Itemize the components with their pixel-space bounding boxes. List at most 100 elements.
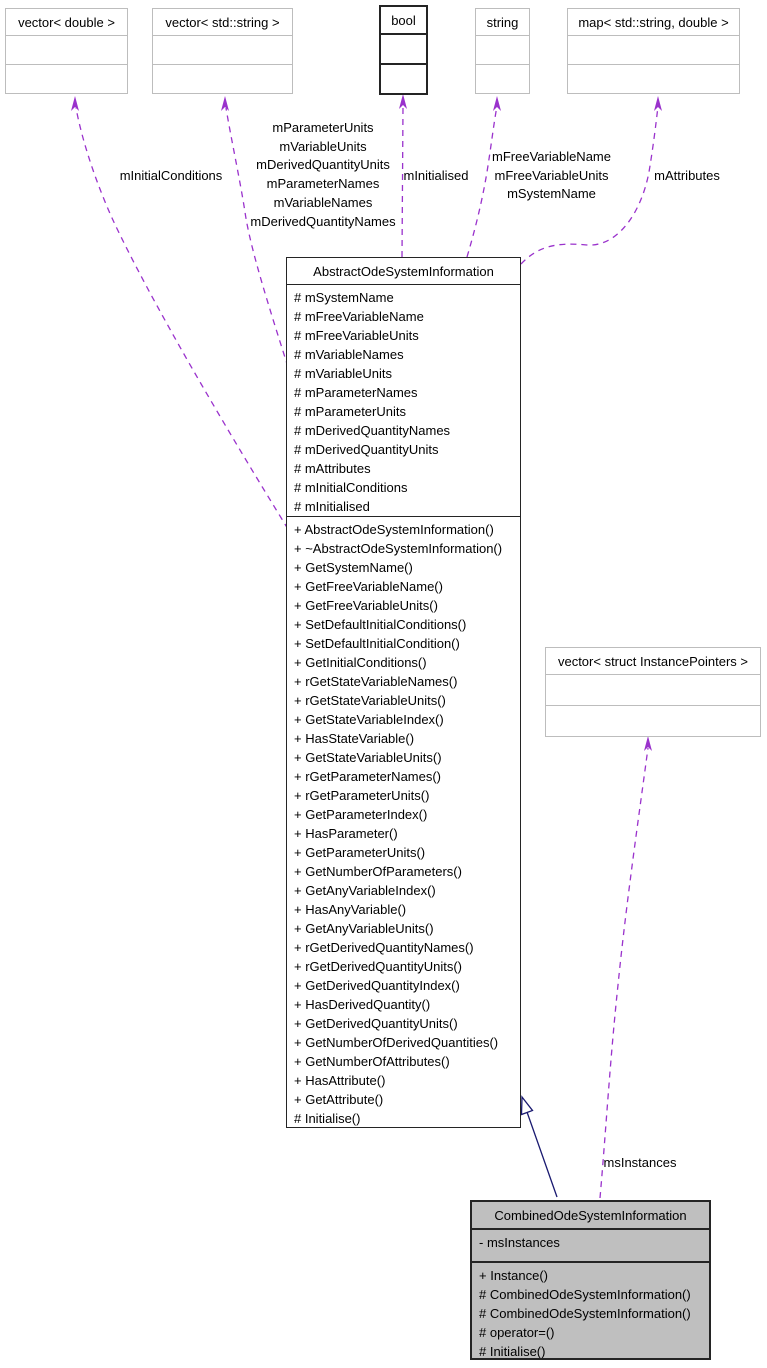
- attribute-item: # mFreeVariableName: [294, 309, 424, 324]
- attributes-compartment: - msInstances: [472, 1230, 709, 1263]
- attribute-item: # mParameterUnits: [294, 404, 406, 419]
- attribute-item: # mSystemName: [294, 290, 394, 305]
- empty-compartment: [546, 675, 760, 706]
- method-item: # CombinedOdeSystemInformation(): [479, 1287, 691, 1302]
- method-item: + GetAnyVariableUnits(): [294, 921, 434, 936]
- method-item: + GetParameterUnits(): [294, 845, 426, 860]
- method-item: + rGetStateVariableNames(): [294, 674, 458, 689]
- method-item: + GetNumberOfParameters(): [294, 864, 462, 879]
- edge-label-mattributes: mAttributes: [649, 167, 725, 186]
- attribute-item: # mInitialised: [294, 499, 370, 514]
- class-vector-instance-pointers: vector< struct InstancePointers >: [545, 647, 761, 737]
- edge-label-line: mFreeVariableName: [492, 149, 611, 164]
- attribute-item: - msInstances: [479, 1235, 560, 1250]
- edge-label-line: mVariableNames: [273, 194, 373, 210]
- edge-label-line: mSystemName: [507, 186, 596, 202]
- method-item: + rGetDerivedQuantityUnits(): [294, 959, 462, 974]
- method-item: + ~AbstractOdeSystemInformation(): [294, 541, 503, 556]
- edge-freevariable: [466, 105, 498, 258]
- method-item: + HasDerivedQuantity(): [294, 997, 431, 1012]
- class-vector-double: vector< double >: [5, 8, 128, 94]
- edge-label-line: mParameterNames: [266, 176, 380, 192]
- method-item: + GetStateVariableIndex(): [294, 712, 444, 727]
- class-title: vector< double >: [6, 9, 127, 36]
- method-item: + GetDerivedQuantityUnits(): [294, 1016, 458, 1031]
- empty-compartment: [381, 35, 426, 65]
- empty-compartment: [6, 65, 127, 93]
- edge-label-line: msInstances: [603, 1155, 677, 1170]
- arrowhead-bool-icon: [399, 94, 407, 109]
- method-item: + rGetParameterUnits(): [294, 788, 430, 803]
- method-item: # operator=(): [479, 1325, 555, 1340]
- method-item: + rGetDerivedQuantityNames(): [294, 940, 474, 955]
- arrowhead-vector-string-icon: [221, 96, 229, 111]
- method-item: + GetAnyVariableIndex(): [294, 883, 436, 898]
- attributes-compartment: # mSystemName# mFreeVariableName# mFreeV…: [287, 285, 520, 517]
- attribute-item: # mInitialConditions: [294, 480, 408, 495]
- edge-label-line: mInitialised: [403, 168, 469, 183]
- method-item: + rGetParameterNames(): [294, 769, 442, 784]
- attribute-item: # mVariableUnits: [294, 366, 393, 381]
- edge-label-freevariable: mFreeVariableName mFreeVariableUnits mSyst…: [485, 148, 618, 204]
- method-item: + Instance(): [479, 1268, 549, 1283]
- method-item: + GetAttribute(): [294, 1092, 384, 1107]
- method-item: + GetDerivedQuantityIndex(): [294, 978, 460, 993]
- arrowhead-instance-pointers-icon: [644, 736, 652, 751]
- class-title: bool: [381, 7, 426, 35]
- inheritance-arrowhead-icon: [520, 1095, 534, 1116]
- attribute-item: # mVariableNames: [294, 347, 404, 362]
- arrowhead-string-icon: [493, 96, 501, 111]
- edge-label-line: mFreeVariableUnits: [494, 167, 609, 183]
- method-item: + HasAttribute(): [294, 1073, 386, 1088]
- method-item: + GetNumberOfAttributes(): [294, 1054, 450, 1069]
- edge-mattributes: [520, 105, 659, 265]
- method-item: + GetParameterIndex(): [294, 807, 428, 822]
- edge-units-names: [225, 107, 289, 368]
- methods-compartment: + Instance() # CombinedOdeSystemInformati…: [472, 1263, 709, 1358]
- edge-label-line: mVariableUnits: [279, 138, 367, 154]
- class-bool[interactable]: bool: [379, 5, 428, 95]
- method-item: + GetFreeVariableUnits(): [294, 598, 438, 613]
- method-item: + AbstractOdeSystemInformation(): [294, 522, 494, 537]
- empty-compartment: [546, 706, 760, 736]
- empty-compartment: [153, 65, 292, 93]
- empty-compartment: [568, 65, 739, 93]
- method-item: # CombinedOdeSystemInformation(): [479, 1306, 691, 1321]
- class-map-string-double: map< std::string, double >: [567, 8, 740, 94]
- arrowhead-map-icon: [654, 96, 662, 111]
- attribute-item: # mDerivedQuantityNames: [294, 423, 451, 438]
- method-item: + HasAnyVariable(): [294, 902, 407, 917]
- class-combined-ode-system-information[interactable]: CombinedOdeSystemInformation - msInstanc…: [470, 1200, 711, 1360]
- arrowhead-vector-double-icon: [71, 96, 79, 111]
- edge-label-line: mDerivedQuantityNames: [250, 213, 396, 229]
- class-title: AbstractOdeSystemInformation: [287, 258, 520, 285]
- method-item: # Initialise(): [479, 1344, 546, 1358]
- method-item: + HasParameter(): [294, 826, 398, 841]
- edge-label-line: mInitialConditions: [119, 168, 223, 183]
- empty-compartment: [6, 36, 127, 65]
- edge-label-line: mParameterUnits: [272, 120, 374, 135]
- class-title: string: [476, 9, 529, 36]
- edge-minitialconditions: [75, 107, 289, 530]
- edge-inheritance: [526, 1111, 558, 1198]
- method-item: + GetStateVariableUnits(): [294, 750, 442, 765]
- method-item: # Initialise(): [294, 1111, 361, 1126]
- empty-compartment: [476, 36, 529, 65]
- method-item: + SetDefaultInitialCondition(): [294, 636, 460, 651]
- method-item: + GetNumberOfDerivedQuantities(): [294, 1035, 499, 1050]
- method-item: + SetDefaultInitialConditions(): [294, 617, 467, 632]
- attribute-item: # mAttributes: [294, 461, 371, 476]
- methods-compartment: + AbstractOdeSystemInformation() + ~Abstr…: [287, 517, 520, 1127]
- edge-label-msinstances: msInstances: [601, 1154, 679, 1173]
- class-title: vector< struct InstancePointers >: [546, 648, 760, 675]
- method-item: + rGetStateVariableUnits(): [294, 693, 446, 708]
- class-title: CombinedOdeSystemInformation: [472, 1202, 709, 1230]
- edge-minitialised: [401, 105, 404, 258]
- method-item: + GetFreeVariableName(): [294, 579, 443, 594]
- class-abstract-ode-system-information[interactable]: AbstractOdeSystemInformation # mSystemNa…: [286, 257, 521, 1128]
- edge-label-minitialconditions: mInitialConditions: [110, 167, 232, 186]
- empty-compartment: [568, 36, 739, 65]
- edge-label-line: mAttributes: [654, 168, 720, 183]
